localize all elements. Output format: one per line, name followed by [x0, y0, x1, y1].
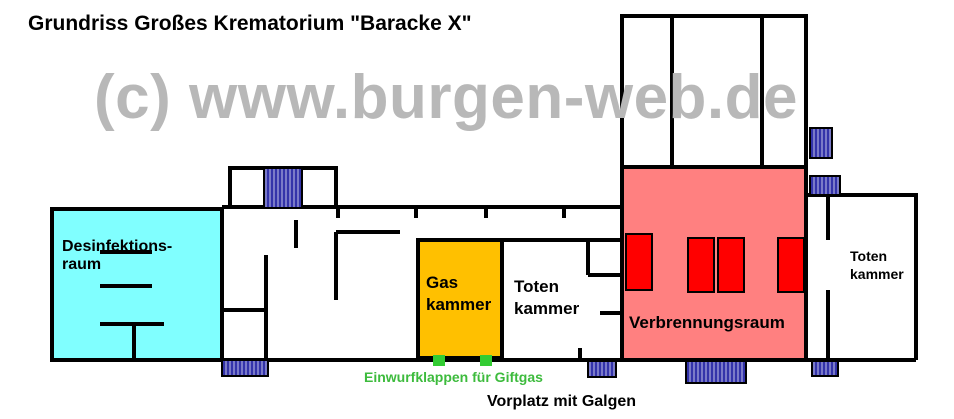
- label-totenkammer-1: Toten kammer: [514, 276, 579, 320]
- label-desinfektionsraum: Desinfektions- raum: [62, 238, 172, 275]
- furnace-icon: [717, 237, 745, 293]
- furnaces: [625, 233, 805, 293]
- label-line: kammer: [514, 299, 580, 319]
- window-icon: [685, 360, 747, 384]
- label-line: Gas: [426, 273, 459, 292]
- window-icon: [587, 360, 617, 378]
- window-icon: [221, 359, 269, 377]
- gas-hatches: [433, 355, 492, 366]
- label-vorplatz: Vorplatz mit Galgen: [487, 393, 637, 410]
- page-title: Grundriss Großes Krematorium "Baracke X": [28, 12, 472, 35]
- label-line: kammer: [426, 295, 492, 315]
- windows: [221, 127, 841, 384]
- window-icon: [811, 360, 839, 377]
- watermark: (c) www.burgen-web.de: [94, 63, 799, 132]
- label-line: Toten: [850, 248, 888, 264]
- label-einwurfklappen: Einwurfklappen für Giftgas: [364, 369, 543, 385]
- label-line: kammer: [850, 265, 904, 282]
- window-icon: [809, 127, 833, 159]
- furnace-icon: [625, 233, 653, 291]
- window-icon: [263, 167, 303, 209]
- label-line: Desinfektions-: [62, 238, 173, 255]
- furnace-icon: [777, 237, 805, 293]
- furnace-icon: [687, 237, 715, 293]
- walls: [50, 14, 918, 362]
- gaskammer-area: [418, 240, 502, 358]
- label-gaskammer: Gas kammer: [426, 272, 491, 316]
- gas-hatch-icon: [480, 355, 492, 366]
- window-icon: [809, 175, 841, 196]
- label-line: Toten: [514, 277, 560, 296]
- gas-hatch-icon: [433, 355, 445, 366]
- wall-tall-block: [620, 14, 808, 360]
- wall-desinfektion: [50, 207, 224, 362]
- label-verbrennungsraum: Verbrennungsraum: [629, 313, 785, 332]
- wall-right-annex: [806, 193, 918, 360]
- wall-gaskammer: [416, 238, 504, 360]
- label-line: raum: [62, 256, 102, 274]
- label-totenkammer-2: Toten kammer: [850, 248, 904, 283]
